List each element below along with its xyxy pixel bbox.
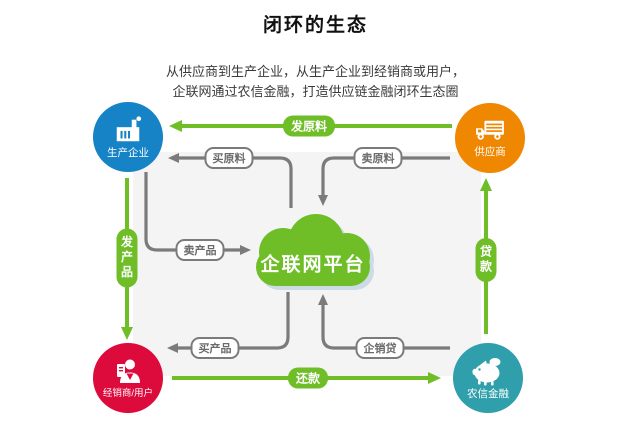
piggy-bank-icon — [472, 358, 501, 386]
node-producer-label: 生产企业 — [107, 147, 149, 159]
factory-icon — [116, 116, 142, 142]
node-finance: 农信金融 — [453, 343, 523, 413]
node-supplier-label: 供应商 — [474, 146, 506, 158]
node-producer: 生产企业 — [93, 102, 163, 172]
platform-cloud — [256, 214, 370, 286]
arrow-buy-materials — [168, 153, 293, 208]
inner-flow-arrows — [144, 153, 450, 353]
person-icon — [117, 359, 140, 383]
page-title: 闭环的生态 — [262, 15, 368, 36]
flow-label-sell-products: 卖产品 — [175, 239, 225, 261]
node-supplier: 供应商 — [455, 103, 525, 173]
node-distributor: 经销商/用户 — [93, 343, 163, 413]
arrow-sell-products — [144, 172, 251, 255]
node-distributor-label: 经销商/用户 — [102, 388, 154, 399]
flow-label-send-materials: 发原料 — [282, 115, 336, 137]
truck-icon — [476, 120, 504, 140]
flow-label-send-products: 发产品 — [116, 228, 138, 288]
subtitle-line-2: 企联网通过农信金融，打造供应链金融闭环生态圈 — [172, 84, 459, 99]
subtitle: 从供应商到生产企业，从生产企业到经销商或用户， 企联网通过农信金融，打造供应链金… — [0, 62, 631, 102]
flow-label-buy-materials: 买原料 — [204, 147, 254, 169]
platform-cloud-label: 企联网平台 — [260, 254, 366, 276]
arrow-sales-loan — [318, 294, 450, 350]
arrow-buy-products — [167, 292, 290, 353]
flow-label-loan: 贷款 — [475, 238, 497, 282]
flow-label-buy-products: 买产品 — [190, 337, 240, 359]
node-finance-label: 农信金融 — [467, 388, 509, 400]
subtitle-line-1: 从供应商到生产企业，从生产企业到经销商或用户， — [165, 64, 465, 79]
flow-label-repayment: 还款 — [287, 367, 329, 389]
flow-label-sales-loan: 企销贷 — [355, 337, 405, 359]
arrow-sell-materials — [318, 156, 450, 206]
flow-label-sell-materials: 卖原料 — [353, 147, 403, 169]
